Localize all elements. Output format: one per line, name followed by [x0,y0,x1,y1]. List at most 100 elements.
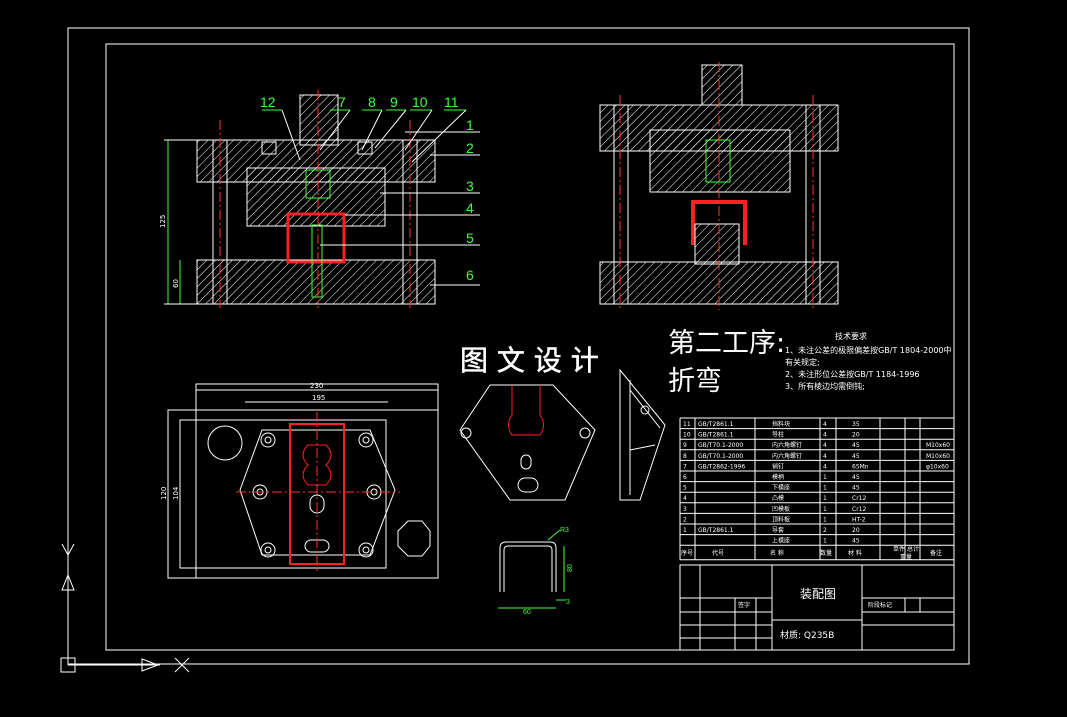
bom-cell-code: GB/T70.1-2000 [698,453,743,460]
bom-cell-material: 35 [852,421,860,428]
bom-cell-qty: 1 [823,474,827,481]
dim-plan-width: 230 [310,382,323,390]
bom-cell-name: 模柄 [772,473,784,481]
bom-cell-code: GB/T2861.1 [698,421,734,428]
callout-7: 7 [338,94,346,110]
bom-cell-name: 内六角螺钉 [772,452,802,460]
bom-cell-no: 4 [683,495,687,502]
bom-cell-qty: 4 [823,442,827,449]
bom-cell-material: 65Mn [852,463,869,470]
bom-cell-qty: 4 [823,463,827,470]
bent-part-view [498,529,566,609]
material-label: 材质: Q235B [780,629,834,641]
bom-cell-qty: 1 [823,538,827,545]
tech-req-1b: 有关规定; [785,357,820,367]
bom-cell-no: 9 [683,442,687,449]
dim-thickness: 3 [566,599,570,606]
inner-frame [105,43,955,651]
callout-8: 8 [368,94,376,110]
bom-cell-no: 3 [683,506,687,513]
outer-frame [67,27,970,665]
dim-radius: R3 [560,527,569,534]
bom-cell-name: 导套 [772,526,784,534]
title-block [679,564,955,651]
bom-cell-name: 凸模 [772,494,784,502]
bom-cell-material: 20 [852,527,860,534]
bom-cell-material: Cr12 [852,495,866,502]
drawing-name: 装配图 [800,587,836,601]
callout-9: 9 [390,94,398,110]
tech-req-2: 2、未注形位公差按GB/T 1184-1996 [785,369,920,379]
bom-cell-qty: 4 [823,432,827,439]
bom-cell-qty: 2 [823,527,827,534]
bom-cell-material: 45 [852,485,860,492]
dim-part-height: 80 [567,564,574,572]
dim-plan-height-inner: 104 [172,486,180,500]
bom-cell-name: 顶料板 [772,515,790,523]
bom-cell-material: 45 [852,474,860,481]
callout-3: 3 [466,178,474,194]
bom-cell-no: 6 [683,474,687,481]
bom-cell-no: 2 [683,516,687,523]
bom-cell-qty: 4 [823,421,827,428]
bom-cell-name: 下模座 [772,484,790,492]
callout-6: 6 [466,267,474,283]
dim-part-width: 60 [523,609,531,616]
bom-cell-code: GB/T2861.1 [698,432,734,439]
bom-cell-material: 20 [852,432,860,439]
part-iso-view [619,368,666,501]
stage-label: 阶段标记 [868,601,892,609]
callout-1: 1 [466,117,474,133]
bom-cell-name: 上模座 [772,537,790,545]
bom-cell-no: 8 [683,453,687,460]
bom-cell-material: Cr12 [852,506,866,513]
bom-cell-code: GB/T2861.1 [698,527,734,534]
bom-cell-name: 凹模板 [772,505,790,513]
process-title-line1: 第二工序: [668,328,785,359]
bom-cell-name: 销钉 [772,462,784,470]
bom-cell-no: 1 [683,527,687,534]
bom-header-note: 备注 [930,549,942,557]
bom-cell-material: HT-2 [852,516,866,523]
callout-5: 5 [466,230,474,246]
side-section-view [599,62,839,310]
bom-cell-material: 45 [852,442,860,449]
bom-cell-no: 5 [683,485,687,492]
bom-cell-no: 11 [683,421,691,428]
bom-cell-qty: 1 [823,506,827,513]
callout-2: 2 [466,140,474,156]
bom-cell-name: 导柱 [772,431,784,439]
dim-plan-height: 120 [160,487,168,500]
callout-4: 4 [466,200,474,216]
dim-height-base: 60 [172,279,180,288]
tech-req-3: 3、所有棱边均需倒钝; [785,381,865,391]
bom-cell-qty: 1 [823,485,827,492]
bom-cell-name: 挡料块 [772,420,790,428]
bom-header-code: 代号 [712,549,724,557]
bom-header-weight: 重量 [900,553,912,561]
bom-header-no: 序号 [681,549,693,557]
bom-header-qty: 数量 [820,549,832,557]
signature-label: 签字 [738,601,750,609]
bom-cell-note: M10x60 [926,453,950,460]
bom-cell-qty: 4 [823,453,827,460]
part-blank-view [459,384,596,501]
bom-cell-no: 10 [683,432,691,439]
bom-cell-note: M10x60 [926,442,950,449]
process-title-line2: 折弯 [668,366,722,397]
bom-cell-material: 45 [852,538,860,545]
bom-header-unit-weight: 单件 [893,545,905,553]
ucs-icon [60,543,190,673]
bom-header-total-weight: 总计 [907,545,919,553]
bom-cell-qty: 1 [823,516,827,523]
watermark-text: 图 文 设 计 [460,344,599,377]
bom-cell-code: GB/T2862-1996 [698,463,745,470]
bom-header-material: 材 料 [848,549,862,557]
plan-view [167,383,439,579]
callout-11: 11 [444,94,459,110]
bom-cell-code: GB/T70.1-2000 [698,442,743,449]
bom-header-name: 名 称 [770,549,784,557]
bom-cell-name: 内六角螺钉 [772,441,802,449]
